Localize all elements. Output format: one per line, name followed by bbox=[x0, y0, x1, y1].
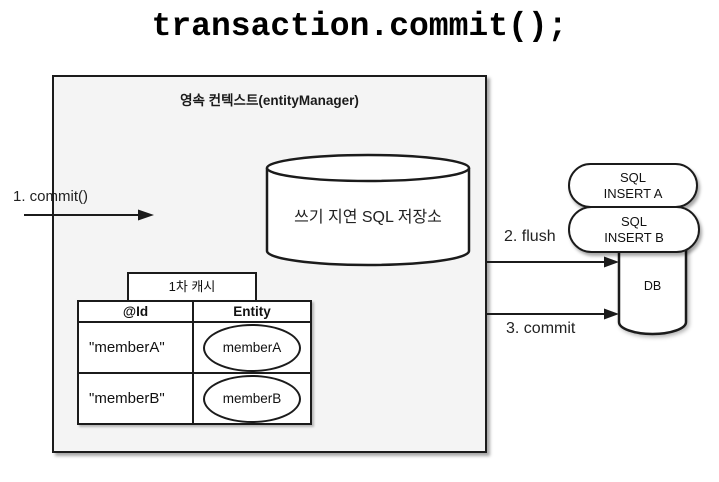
id-value: "memberB" bbox=[89, 390, 165, 407]
cylinder-shape-icon bbox=[265, 153, 471, 267]
first-level-cache-label: 1차 캐시 bbox=[127, 272, 257, 302]
cell-id: "memberB" bbox=[79, 374, 194, 423]
table-header-row: @Id Entity bbox=[79, 302, 310, 321]
sql-insert-a-line2: INSERT A bbox=[603, 185, 663, 201]
sql-insert-b-line1: SQL bbox=[620, 213, 647, 229]
commit-out-arrow-icon bbox=[486, 308, 619, 320]
cell-entity: memberB bbox=[194, 374, 310, 423]
cell-id: "memberA" bbox=[79, 323, 194, 372]
first-level-cache-table: @Id Entity "memberA" memberA "memberB" m… bbox=[77, 300, 312, 425]
cell-entity: memberA bbox=[194, 323, 310, 372]
sql-insert-a-line1: SQL bbox=[619, 169, 646, 185]
entity-ellipse: memberB bbox=[203, 374, 301, 423]
db-cylinder bbox=[616, 240, 689, 340]
page-title: transaction.commit(); bbox=[151, 8, 568, 45]
column-header-id: @Id bbox=[79, 302, 194, 321]
entity-ellipse: memberA bbox=[203, 323, 301, 372]
table-row: "memberA" memberA bbox=[79, 321, 310, 372]
sql-store-label: 쓰기 지연 SQL 저장소 bbox=[294, 209, 442, 226]
sql-insert-b-line2: INSERT B bbox=[604, 229, 664, 245]
db-cylinder-shape-icon bbox=[617, 240, 688, 336]
sql-store-cylinder bbox=[263, 152, 473, 268]
persistence-context-title: 영속 컨텍스트(entityManager) bbox=[180, 93, 359, 108]
sql-insert-a-shape: SQL INSERT A bbox=[568, 163, 698, 208]
id-value: "memberA" bbox=[89, 339, 165, 356]
commit-in-arrow-icon bbox=[24, 209, 154, 221]
commit-in-label: 1. commit() bbox=[13, 188, 88, 205]
db-label: DB bbox=[643, 279, 662, 293]
sql-insert-b-shape: SQL INSERT B bbox=[568, 206, 700, 253]
commit-out-label: 3. commit bbox=[506, 320, 576, 337]
flush-arrow-icon bbox=[486, 256, 619, 268]
flush-label: 2. flush bbox=[504, 228, 556, 245]
column-header-entity: Entity bbox=[233, 304, 271, 319]
table-row: "memberB" memberB bbox=[79, 372, 310, 423]
